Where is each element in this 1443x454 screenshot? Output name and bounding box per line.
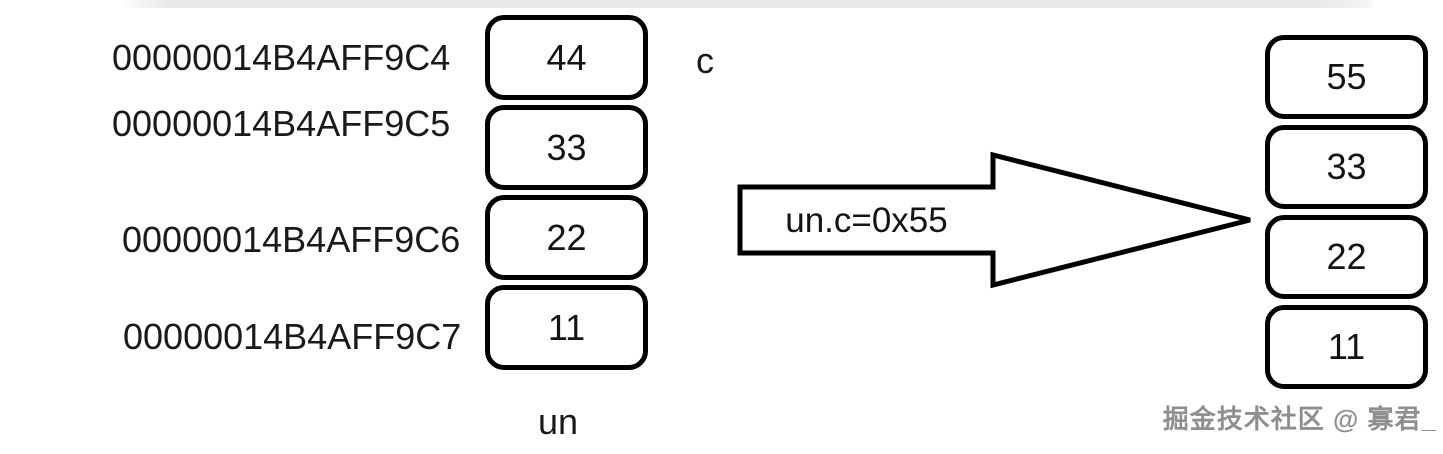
- byte-cell: 33: [1265, 125, 1428, 209]
- byte-cell: 22: [1265, 215, 1428, 299]
- watermark: 掘金技术社区 @ 寡君_: [1162, 404, 1437, 434]
- byte-cell: 11: [1265, 305, 1428, 389]
- union-name-label: un: [538, 401, 579, 442]
- memory-address-1: 00000014B4AFF9C4: [112, 37, 451, 78]
- left-byte-stack: 44 33 22 11: [485, 15, 648, 370]
- byte-cell: 22: [485, 195, 648, 280]
- memory-address-3: 00000014B4AFF9C6: [122, 219, 461, 260]
- top-divider-bar: [118, 0, 1372, 8]
- memory-address-4: 00000014B4AFF9C7: [123, 316, 462, 357]
- memory-address-2: 00000014B4AFF9C5: [112, 103, 451, 144]
- arrow-operation-label: un.c=0x55: [785, 201, 948, 240]
- field-c-label: c: [696, 40, 714, 81]
- byte-cell: 44: [485, 15, 648, 100]
- byte-cell: 55: [1265, 35, 1428, 119]
- right-byte-stack: 55 33 22 11: [1265, 35, 1428, 389]
- byte-cell: 33: [485, 105, 648, 190]
- byte-cell: 11: [485, 285, 648, 370]
